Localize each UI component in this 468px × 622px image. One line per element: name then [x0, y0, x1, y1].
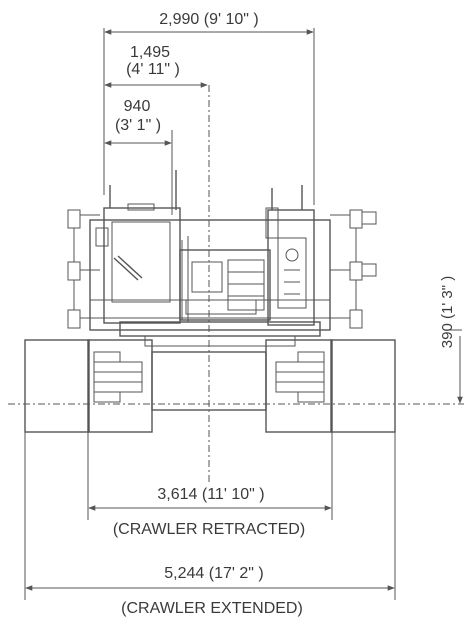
offset-ft-label: (3' 1" ) [115, 117, 161, 134]
crawler-extended-dimension: 5,244 (17' 2" ) (CRAWLER EXTENDED) [24, 432, 396, 617]
crawler-retracted-width-label: 3,614 (11' 10" ) [157, 486, 264, 503]
right-crawler-extended [330, 339, 396, 433]
overall-width-dimension: 2,990 (9' 10" ) [103, 11, 315, 205]
clearance-dimension: 390 (1' 3" ) [439, 276, 463, 404]
half-width-dimension: 1,495 (4' 11" ) [104, 44, 208, 88]
crawler-extended-label: (CRAWLER EXTENDED) [121, 600, 303, 617]
overall-width-label: 2,990 (9' 10" ) [159, 11, 258, 28]
crawler-extended-width-label: 5,244 (17' 2" ) [164, 565, 263, 582]
clearance-label: 390 (1' 3" ) [439, 276, 456, 348]
offset-mm-label: 940 [124, 98, 151, 115]
operator-cab [95, 170, 181, 324]
undercarriage [24, 339, 396, 433]
car-body [151, 351, 267, 411]
upper-structure [67, 170, 377, 347]
crawler-retracted-label: (CRAWLER RETRACTED) [113, 521, 305, 538]
right-housing [265, 185, 315, 326]
offset-dimension: 940 (3' 1" ) [104, 98, 173, 215]
half-width-mm-label: 1,495 [130, 44, 170, 61]
machinery-block [179, 236, 271, 322]
left-crawler-extended [24, 339, 90, 433]
crawler-retracted-dimension: 3,614 (11' 10" ) (CRAWLER RETRACTED) [87, 432, 333, 538]
half-width-ft-label: (4' 11" ) [126, 61, 180, 78]
